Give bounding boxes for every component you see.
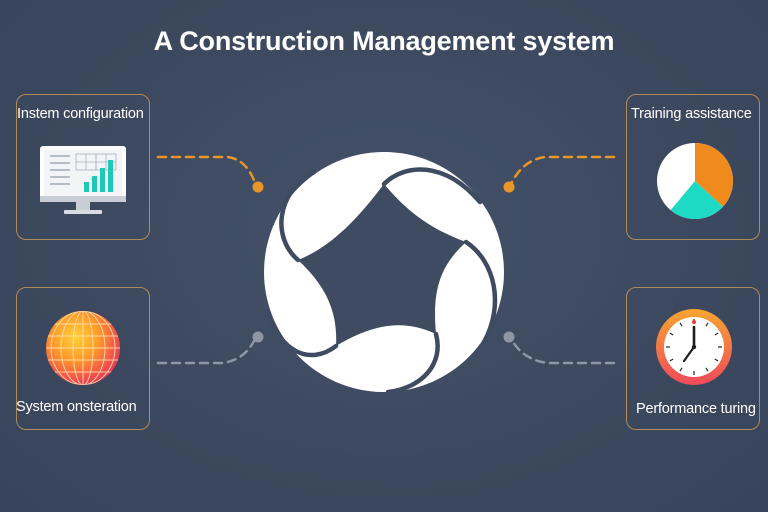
connector-bottom-right <box>503 331 616 365</box>
node-card-instem-configuration <box>16 94 150 240</box>
connector-top-left <box>156 155 264 193</box>
clock-icon <box>656 309 732 385</box>
pie-chart-icon <box>657 143 734 219</box>
node-card-training-assistance <box>626 94 760 240</box>
connector-bottom-left <box>156 331 264 365</box>
swirl-star-logo-icon <box>264 152 504 394</box>
node-label-training-assistance: Training assistance <box>631 106 752 122</box>
diagram-title: A Construction Management system <box>153 26 615 56</box>
node-label-system-onsteration: System onsteration <box>16 399 137 415</box>
node-card-system-onsteration <box>16 287 150 430</box>
globe-icon <box>46 311 120 385</box>
connector-top-right <box>503 155 616 193</box>
node-label-performance-turing: Performance turing <box>636 401 756 417</box>
node-label-instem-configuration: Instem configuration <box>17 106 144 122</box>
node-card-performance-turing <box>626 287 760 430</box>
monitor-chart-icon <box>40 146 126 214</box>
